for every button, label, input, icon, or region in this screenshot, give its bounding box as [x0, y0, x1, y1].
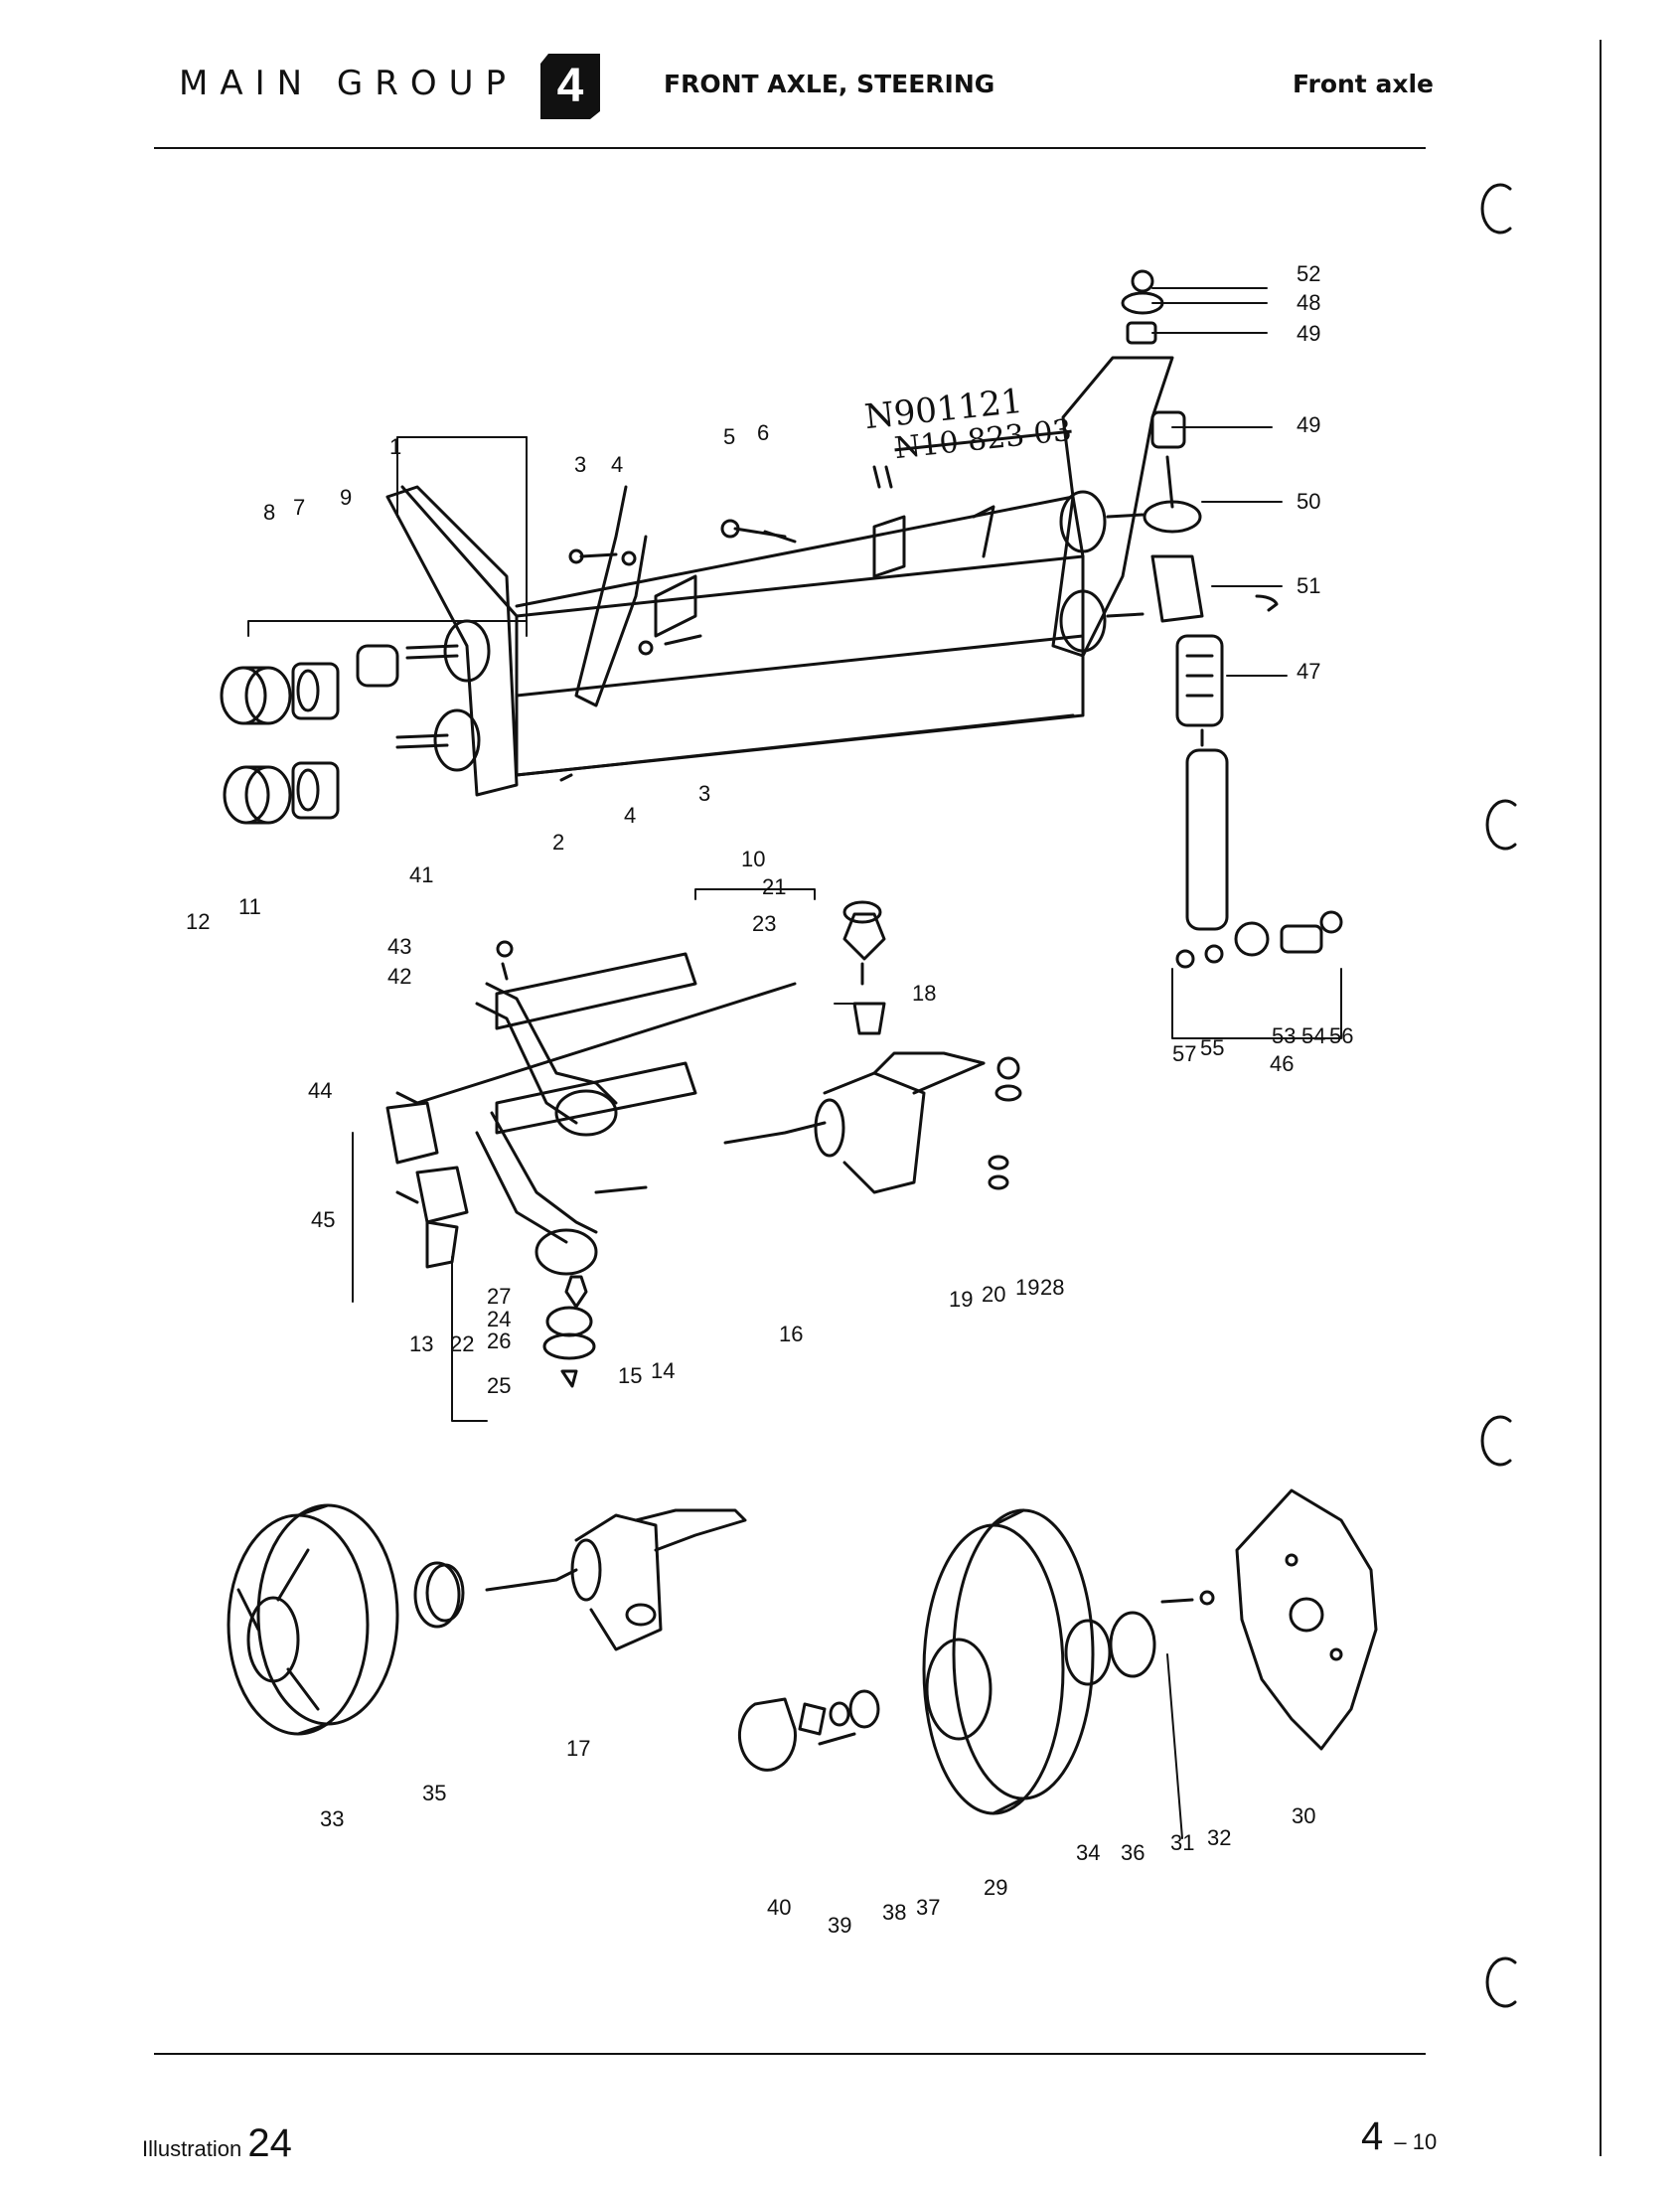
page-subtitle: Front axle — [1293, 70, 1434, 98]
footer-rule — [154, 2053, 1426, 2055]
seal-34 — [1064, 1619, 1112, 1686]
callout-3b: 3 — [698, 781, 710, 806]
callout-33: 33 — [320, 1806, 344, 1831]
callout-17: 17 — [566, 1736, 590, 1761]
callout-23: 23 — [752, 911, 776, 936]
callout-8: 8 — [263, 500, 275, 525]
punch-hole-mark — [1480, 183, 1512, 234]
callout-19b: 19 — [1015, 1275, 1039, 1300]
header-rule — [154, 147, 1426, 149]
punch-hole-mark — [1485, 1956, 1517, 2008]
callout-46: 46 — [1270, 1051, 1294, 1076]
callout-24: 24 — [487, 1307, 511, 1331]
callout-42: 42 — [387, 964, 411, 989]
steering-knuckle-16 — [723, 1051, 1022, 1194]
torsion-arm-bushings — [220, 644, 399, 825]
callout-19: 19 — [949, 1287, 973, 1312]
seal-35 — [413, 1561, 461, 1629]
right-margin-line — [1600, 40, 1602, 2156]
callout-16: 16 — [779, 1322, 803, 1346]
brake-disc-assembly — [737, 1508, 1215, 1815]
leader-lines — [247, 287, 1342, 1839]
illustration-number: 24 — [247, 2121, 292, 2165]
callout-22: 22 — [450, 1331, 474, 1356]
illustration-label: Illustration — [142, 2136, 242, 2161]
punch-hole-mark — [1480, 1415, 1512, 1467]
callout-54: 54 — [1301, 1023, 1325, 1048]
callout-6: 6 — [757, 420, 769, 445]
bearing-36 — [1109, 1611, 1156, 1678]
callout-37: 37 — [916, 1895, 940, 1920]
callout-31: 31 — [1170, 1830, 1194, 1855]
callout-52: 52 — [1297, 261, 1320, 286]
brake-drum — [227, 1503, 399, 1736]
callout-26: 26 — [487, 1328, 511, 1353]
page-number: 4 – 10 — [1361, 2114, 1437, 2159]
callout-36: 36 — [1121, 1840, 1145, 1865]
callout-43: 43 — [387, 934, 411, 959]
callout-41: 41 — [409, 862, 433, 887]
callout-47: 47 — [1297, 659, 1320, 684]
steering-knuckle-17 — [485, 1508, 747, 1651]
illustration-caption: Illustration 24 — [142, 2121, 292, 2166]
callout-32: 32 — [1207, 1825, 1231, 1850]
callout-3: 3 — [574, 452, 586, 477]
backing-plate — [1235, 1488, 1378, 1751]
callout-53: 53 — [1272, 1023, 1296, 1048]
callout-2: 2 — [552, 830, 564, 855]
callout-55: 55 — [1200, 1035, 1224, 1060]
callout-27: 27 — [487, 1284, 511, 1309]
shock-absorber-assembly — [1121, 269, 1343, 969]
axle-beam-assembly — [385, 356, 1174, 797]
callout-4: 4 — [611, 452, 623, 477]
callout-49b: 49 — [1297, 412, 1320, 437]
callout-38: 38 — [882, 1900, 906, 1925]
callout-57: 57 — [1172, 1041, 1196, 1066]
callout-45: 45 — [311, 1207, 335, 1232]
callout-18: 18 — [912, 981, 936, 1006]
main-group-heading: MAIN GROUP — [179, 64, 518, 103]
callout-39: 39 — [828, 1913, 851, 1938]
group-number: 4 — [557, 60, 584, 112]
ball-joints — [542, 900, 886, 1388]
page-title: FRONT AXLE, STEERING — [664, 70, 995, 98]
callout-28: 28 — [1040, 1275, 1064, 1300]
callout-7: 7 — [293, 495, 305, 520]
callout-labels: 1 2 3 3 4 4 5 6 7 8 9 10 11 12 13 14 15 … — [186, 261, 1353, 1938]
callout-5: 5 — [723, 424, 735, 449]
torsion-arms — [395, 940, 797, 1276]
callout-25: 25 — [487, 1373, 511, 1398]
callout-13: 13 — [409, 1331, 433, 1356]
callout-15: 15 — [618, 1363, 642, 1388]
page-number-main: 4 — [1361, 2114, 1384, 2158]
callout-1: 1 — [389, 434, 401, 459]
punch-hole-mark — [1485, 799, 1517, 851]
callout-9: 9 — [340, 485, 352, 510]
callout-56: 56 — [1329, 1023, 1353, 1048]
callout-44: 44 — [308, 1078, 332, 1103]
callout-35: 35 — [422, 1781, 446, 1805]
page-number-suffix: – 10 — [1394, 2129, 1438, 2154]
callout-14: 14 — [651, 1358, 675, 1383]
callout-49: 49 — [1297, 321, 1320, 346]
callout-40: 40 — [767, 1895, 791, 1920]
callout-48: 48 — [1297, 290, 1320, 315]
callout-34: 34 — [1076, 1840, 1100, 1865]
stabilizer-clamps — [385, 1101, 469, 1269]
callout-21: 21 — [762, 874, 786, 899]
callout-20: 20 — [982, 1282, 1005, 1307]
callout-29: 29 — [984, 1875, 1007, 1900]
callout-4b: 4 — [624, 803, 636, 828]
callout-51: 51 — [1297, 573, 1320, 598]
callout-11: 11 — [238, 894, 261, 919]
callout-12: 12 — [186, 909, 210, 934]
callout-50: 50 — [1297, 489, 1320, 514]
callout-10: 10 — [741, 847, 765, 871]
callout-30: 30 — [1292, 1803, 1315, 1828]
group-number-badge: 4 — [540, 54, 600, 119]
